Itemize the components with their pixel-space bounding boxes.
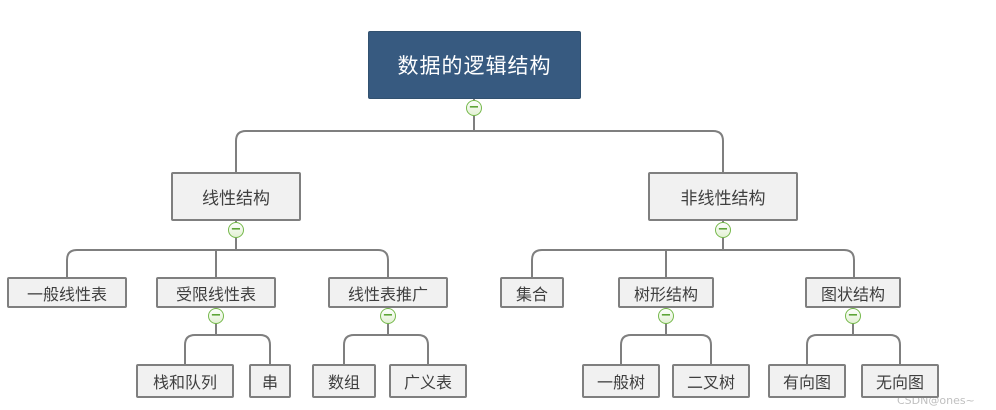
node-label: 一般树 <box>596 373 645 392</box>
minus-glyph: − <box>382 308 394 323</box>
node-label: 线性结构 <box>202 189 270 209</box>
node-label: 一般线性表 <box>26 284 107 304</box>
collapse-icon-linear-structure[interactable]: − <box>228 222 244 238</box>
connector-graph-to-children <box>806 334 901 364</box>
node-label: 数据的逻辑结构 <box>397 54 552 78</box>
node-label: 图状结构 <box>820 284 885 304</box>
node-nonlinear-structure[interactable]: 非线性结构 <box>648 172 798 221</box>
collapse-icon-linear-list-extension[interactable]: − <box>380 308 396 324</box>
node-label: 受限线性表 <box>175 284 256 304</box>
node-directed-graph[interactable]: 有向图 <box>768 364 846 398</box>
node-stack-and-queue[interactable]: 栈和队列 <box>136 364 234 398</box>
collapse-icon-graph-structure[interactable]: − <box>845 308 861 324</box>
node-label: 数组 <box>327 373 360 392</box>
node-label: 无向图 <box>875 373 924 392</box>
node-general-linear-list[interactable]: 一般线性表 <box>7 277 127 308</box>
node-generalized-list[interactable]: 广义表 <box>389 364 467 398</box>
node-graph-structure[interactable]: 图状结构 <box>805 277 901 308</box>
collapse-icon-tree-structure[interactable]: − <box>658 308 674 324</box>
node-label: 广义表 <box>403 373 452 392</box>
connector-generalization-to-children <box>343 334 429 364</box>
connector-root-to-level2 <box>235 130 724 172</box>
node-label: 集合 <box>515 284 548 304</box>
node-label: 栈和队列 <box>152 373 217 392</box>
node-label: 有向图 <box>782 373 831 392</box>
minus-glyph: − <box>660 308 672 323</box>
connector-nonlinear-to-children <box>531 249 855 277</box>
node-binary-tree[interactable]: 二叉树 <box>672 364 750 398</box>
collapse-icon-restricted-linear-list[interactable]: − <box>208 308 224 324</box>
minus-glyph: − <box>468 100 480 115</box>
node-label: 非线性结构 <box>680 189 766 209</box>
node-array[interactable]: 数组 <box>312 364 376 398</box>
connector-restricted-to-children <box>184 334 271 364</box>
node-general-tree[interactable]: 一般树 <box>582 364 660 398</box>
node-string[interactable]: 串 <box>249 364 291 398</box>
node-label: 线性表推广 <box>347 284 428 304</box>
node-label: 树形结构 <box>633 284 698 304</box>
minus-glyph: − <box>847 308 859 323</box>
collapse-icon-nonlinear-structure[interactable]: − <box>715 222 731 238</box>
node-set[interactable]: 集合 <box>500 277 564 308</box>
node-linear-list-extension[interactable]: 线性表推广 <box>328 277 448 308</box>
collapse-icon-root[interactable]: − <box>466 100 482 116</box>
node-root[interactable]: 数据的逻辑结构 <box>368 31 581 99</box>
node-tree-structure[interactable]: 树形结构 <box>618 277 714 308</box>
minus-glyph: − <box>210 308 222 323</box>
connector-linear-to-children <box>66 249 389 277</box>
minus-glyph: − <box>717 222 729 237</box>
node-label: 二叉树 <box>686 373 735 392</box>
node-undirected-graph[interactable]: 无向图 <box>861 364 939 398</box>
connector-tree-to-children <box>620 334 712 364</box>
node-label: 串 <box>261 373 278 392</box>
node-restricted-linear-list[interactable]: 受限线性表 <box>156 277 276 308</box>
minus-glyph: − <box>230 222 242 237</box>
node-linear-structure[interactable]: 线性结构 <box>171 172 301 221</box>
